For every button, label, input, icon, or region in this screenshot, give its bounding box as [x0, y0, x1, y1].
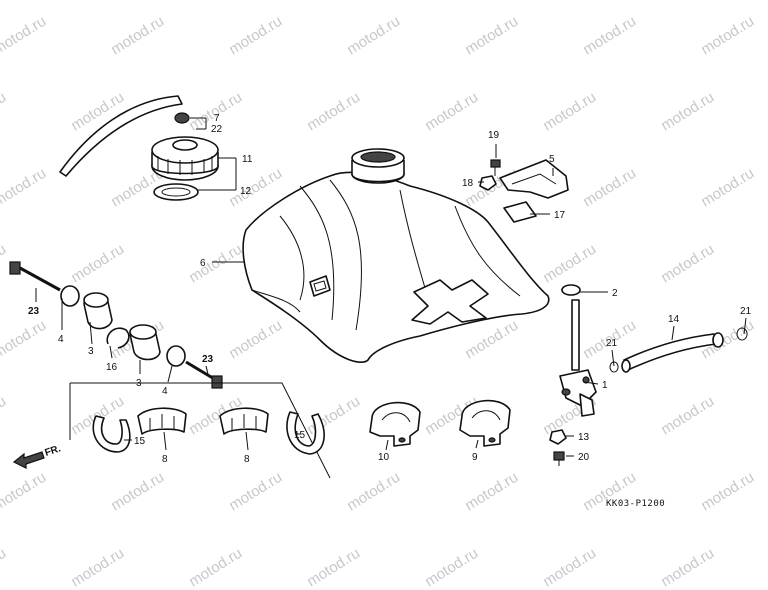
- cap-gasket: [153, 183, 199, 201]
- tube-end: [174, 112, 190, 124]
- holder-9: [459, 399, 511, 447]
- callout-10: 10: [378, 452, 390, 463]
- o-ring-2: [561, 284, 581, 296]
- callout-2: 2: [612, 288, 618, 299]
- nut-18: [479, 175, 497, 191]
- callout-15-right: 15: [294, 430, 306, 441]
- mounting-bolt-right: [185, 360, 223, 389]
- bracket: [499, 159, 569, 199]
- callout-7: 7: [214, 113, 220, 124]
- diagram-code: KK03-P1200: [606, 499, 666, 509]
- front-arrow-icon: [12, 451, 45, 469]
- callout-5: 5: [549, 154, 555, 165]
- band-clip: [106, 327, 130, 349]
- mounting-bolt-left: [9, 261, 61, 292]
- fuel-tank-parts-diagram: 7 22 11 12 6 19 18 5 17 2 1 14 21 21 13 …: [9, 95, 752, 479]
- fuel-tank: [242, 148, 550, 364]
- callout-3-right: 3: [136, 378, 142, 389]
- callout-17: 17: [554, 210, 566, 221]
- callout-23-left: 23: [28, 306, 40, 317]
- callout-11: 11: [242, 154, 253, 165]
- fuel-valve: [559, 285, 597, 417]
- tank-band-left: [92, 415, 131, 453]
- callout-6: 6: [200, 258, 206, 269]
- cushion-right: [129, 324, 161, 361]
- callout-9: 9: [472, 452, 478, 463]
- callout-12: 12: [240, 186, 252, 197]
- callout-19: 19: [488, 130, 500, 141]
- screw-20: [553, 451, 565, 466]
- fuel-cap: [151, 136, 219, 181]
- callout-8-left: 8: [162, 454, 168, 465]
- callout-13: 13: [578, 432, 590, 443]
- nut-13: [549, 429, 567, 445]
- callout-4-right: 4: [162, 386, 168, 397]
- callout-16: 16: [106, 362, 118, 373]
- hose-clip-right: [736, 327, 748, 341]
- collar-right: [166, 345, 186, 367]
- collar-left: [60, 285, 80, 307]
- callout-8-right: 8: [244, 454, 250, 465]
- callouts: 7 22 11 12 6 19 18 5 17 2 1 14 21 21 13 …: [28, 113, 752, 465]
- callout-1: 1: [602, 380, 608, 391]
- breather-tube: [59, 95, 183, 177]
- tank-label-sticker: [503, 201, 537, 223]
- callout-21-left: 21: [606, 338, 618, 349]
- fuel-hose: [623, 333, 717, 371]
- callout-20: 20: [578, 452, 590, 463]
- tank-band-right: [286, 411, 325, 455]
- callout-3-left: 3: [88, 346, 94, 357]
- callout-21-right: 21: [740, 306, 752, 317]
- front-label: FR.: [44, 443, 63, 459]
- callout-4-left: 4: [58, 334, 64, 345]
- bolt-19: [490, 159, 501, 176]
- callout-18: 18: [462, 178, 474, 189]
- callout-15-left: 15: [134, 436, 146, 447]
- holder-10: [369, 401, 421, 447]
- callout-14: 14: [668, 314, 680, 325]
- cushion-left: [83, 292, 113, 330]
- callout-23-right: 23: [202, 354, 214, 365]
- hose-clip-left: [609, 361, 619, 373]
- callout-22: 22: [211, 124, 223, 135]
